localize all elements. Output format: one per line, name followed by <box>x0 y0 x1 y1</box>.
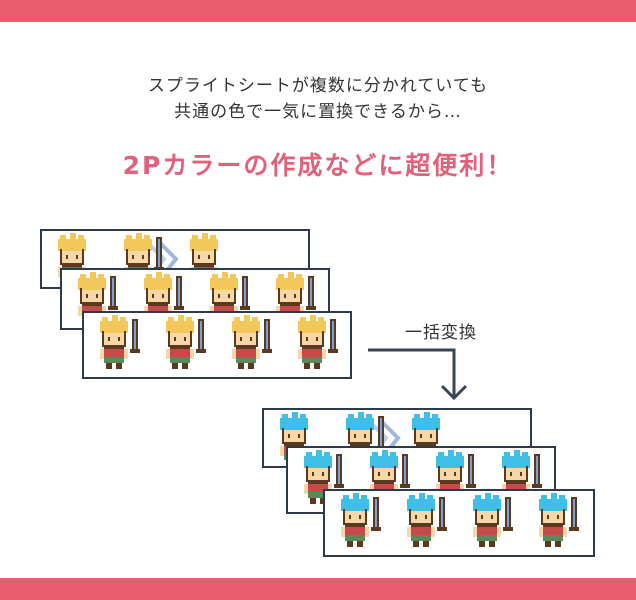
character-sprite <box>292 315 344 377</box>
character-sprite <box>94 315 146 377</box>
character-sprite <box>226 315 278 377</box>
original-sheet-3 <box>82 311 352 379</box>
headline: 2Pカラーの作成などに超便利！ <box>122 151 514 180</box>
character-sprite <box>467 493 519 555</box>
converted-sheet-3 <box>323 489 595 557</box>
character-sprite <box>160 315 212 377</box>
character-sprite <box>335 493 387 555</box>
convert-arrow-icon <box>368 348 468 401</box>
bottom-banner <box>0 578 636 600</box>
caption-line-2: 共通の色で一気に置換できるから… <box>174 102 462 122</box>
character-sprite <box>401 493 453 555</box>
caption-line-1: スプライトシートが複数に分かれていても <box>147 76 489 96</box>
batch-convert-label: 一括変換 <box>405 323 477 343</box>
character-sprite <box>533 493 585 555</box>
top-banner <box>0 0 636 22</box>
